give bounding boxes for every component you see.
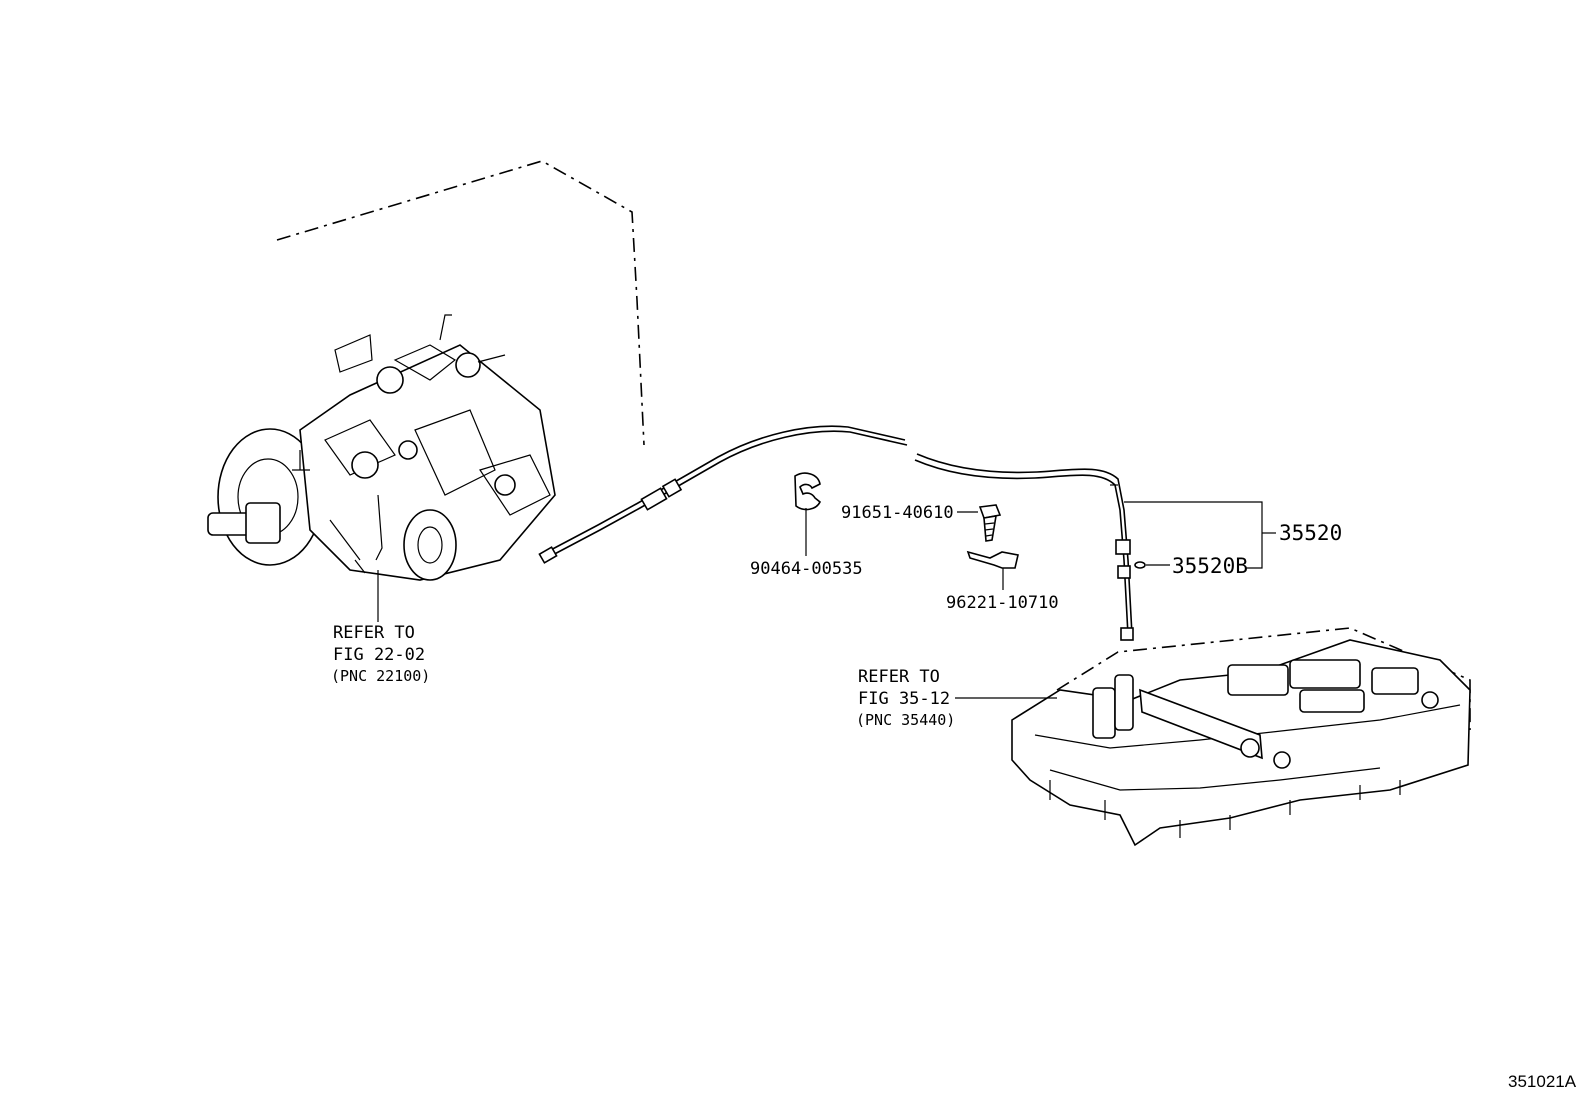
valve-body-illustration <box>1011 627 1471 847</box>
cable-assembly-bracket <box>1124 501 1263 569</box>
injection-pump-illustration <box>207 314 556 581</box>
cable-sub-number: 35520B <box>1172 554 1248 578</box>
pin-part <box>966 550 1019 569</box>
engine-outline <box>276 160 645 446</box>
cable-sub-part <box>1134 561 1146 569</box>
cable-assembly-number: 35520 <box>1279 521 1342 545</box>
bolt-part-number: 91651-40610 <box>841 503 954 523</box>
valve-body-ref-line-3: (PNC 35440) <box>856 711 955 729</box>
clamp-part-number: 90464-00535 <box>750 559 863 579</box>
clamp-part <box>794 472 822 511</box>
pump-ref-line-1: REFER TO <box>333 623 415 643</box>
pump-ref-line-2: FIG 22-02 <box>333 645 425 665</box>
pin-part-number: 96221-10710 <box>946 593 1059 613</box>
valve-body-ref-line-2: FIG 35-12 <box>858 689 950 709</box>
figure-id: 351021A <box>1508 1072 1577 1091</box>
throttle-cable <box>538 425 1134 641</box>
pump-ref-line-3: (PNC 22100) <box>331 667 430 685</box>
valve-body-ref-line-1: REFER TO <box>858 667 940 687</box>
bolt-part <box>978 504 1002 542</box>
